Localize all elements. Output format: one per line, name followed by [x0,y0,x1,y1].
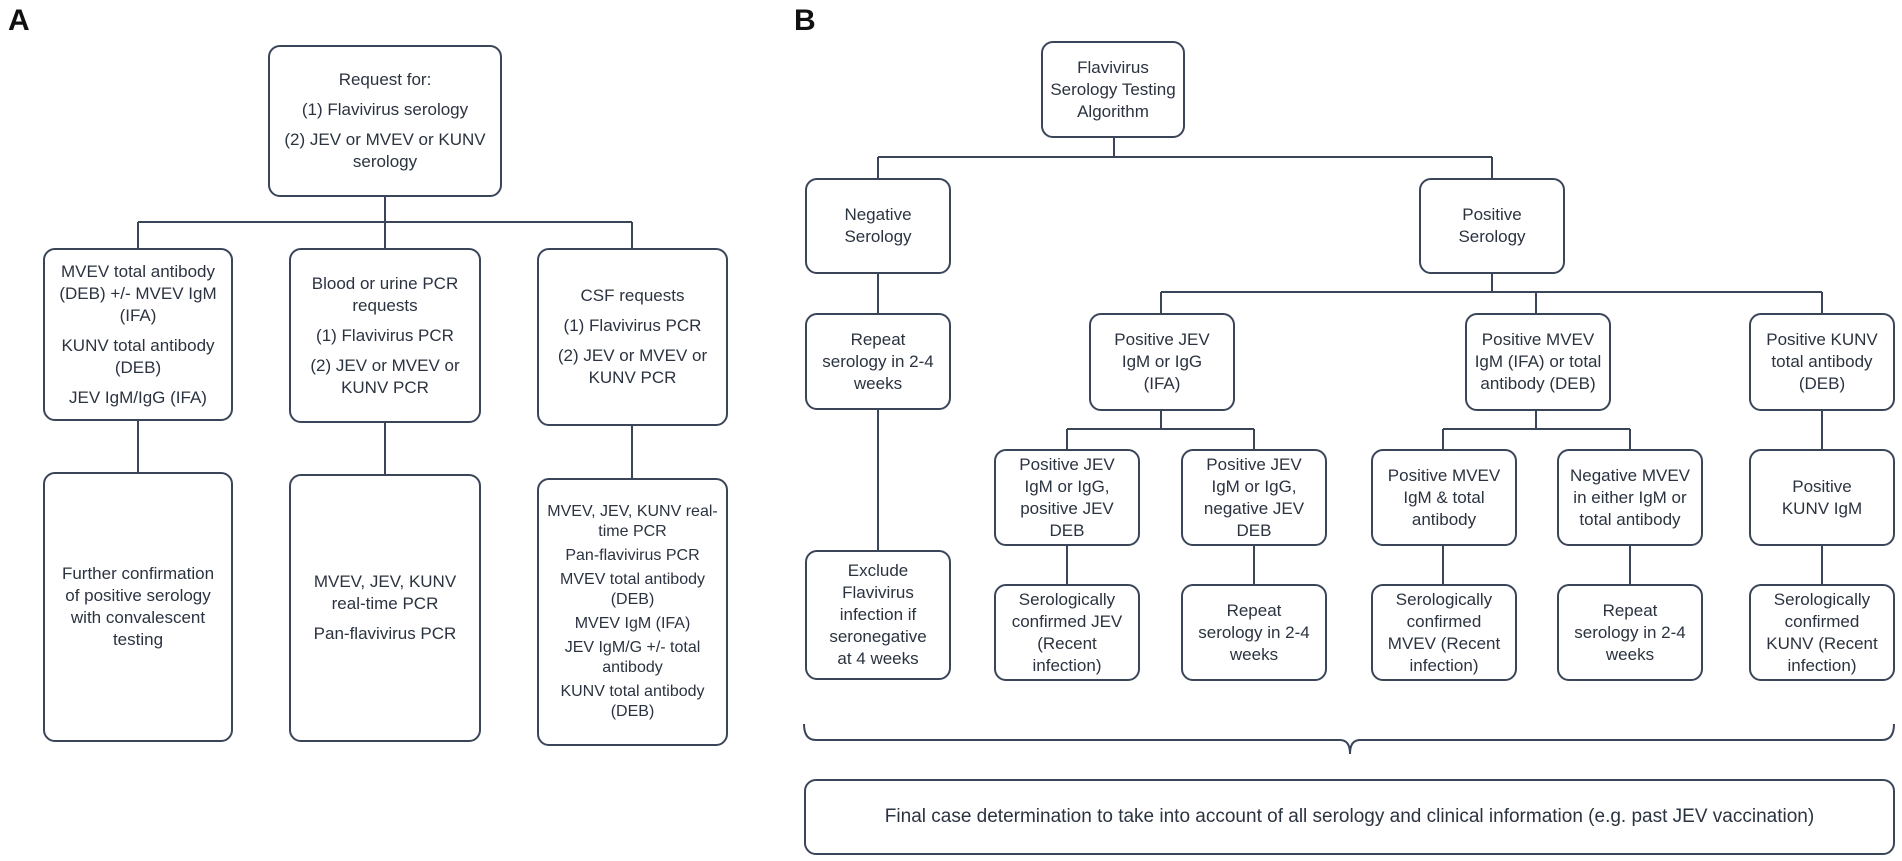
confirmed-jev-text: Serologically confirmed JEV (Recent infe… [1011,589,1123,675]
blood-pcr-tests-line-1: MVEV, JEV, KUNV real-time PCR [313,572,457,613]
mvev-negative-text: Negative MVEV in either IgM or total ant… [1570,465,1690,529]
positive-jev-text: Positive JEV IgM or IgG (IFA) [1114,330,1210,393]
repeat-mvev-box: Repeat serology in 2-4 weeks [1557,584,1703,681]
positive-mvev-text: Positive MVEV IgM (IFA) or total antibod… [1474,330,1602,393]
csf-requests-line-3: (2) JEV or MVEV or KUNV PCR [557,346,708,387]
jev-positive-deb-text: Positive JEV IgM or IgG, positive JEV DE… [1019,454,1115,540]
positive-kunv-text: Positive KUNV total antibody (DEB) [1766,330,1878,393]
panel-b-label: B [794,4,816,37]
csf-tests-box: MVEV, JEV, KUNV real-time PCR Pan-flaviv… [537,478,728,746]
csf-tests-line-5: JEV IgM/G +/- total antibody [564,639,701,676]
positive-serology-box: Positive Serology [1419,178,1565,274]
negative-serology-text: Negative Serology [844,205,912,246]
confirmed-kunv-text: Serologically confirmed KUNV (Recent inf… [1766,589,1878,675]
further-confirmation-box: Further confirmation of positive serolog… [43,472,233,742]
repeat-serology-negative-text: Repeat serology in 2-4 weeks [822,329,934,393]
final-determination-box: Final case determination to take into ac… [804,779,1895,855]
positive-kunv-box: Positive KUNV total antibody (DEB) [1749,313,1895,411]
csf-tests-line-6: KUNV total antibody (DEB) [560,683,705,720]
repeat-jev-box: Repeat serology in 2-4 weeks [1181,584,1327,681]
panel-a-label: A [8,4,30,37]
csf-tests-line-2: Pan-flavivirus PCR [565,547,700,564]
blood-urine-line-1: Blood or urine PCR requests [311,273,459,315]
confirmed-jev-box: Serologically confirmed JEV (Recent infe… [994,584,1140,681]
jev-positive-deb-box: Positive JEV IgM or IgG, positive JEV DE… [994,449,1140,546]
csf-tests-line-4: MVEV IgM (IFA) [574,615,691,632]
mvev-igm-total-text: Positive MVEV IgM & total antibody [1387,465,1501,529]
exclude-flavivirus-box: Exclude Flavivirus infection if seronega… [805,550,951,680]
csf-requests-line-1: CSF requests [580,286,685,305]
final-determination-text: Final case determination to take into ac… [884,806,1815,827]
jev-negative-deb-text: Positive JEV IgM or IgG, negative JEV DE… [1203,454,1305,540]
serology-tests-line-1: MVEV total antibody (DEB) +/- MVEV IgM (… [59,261,217,325]
exclude-flavivirus-text: Exclude Flavivirus infection if seronega… [829,561,927,668]
request-box-line-1: Request for: [338,70,432,89]
positive-mvev-box: Positive MVEV IgM (IFA) or total antibod… [1465,313,1611,411]
blood-pcr-tests-box: MVEV, JEV, KUNV real-time PCR Pan-flaviv… [289,474,481,742]
repeat-jev-text: Repeat serology in 2-4 weeks [1198,600,1310,664]
serology-tests-line-2: KUNV total antibody (DEB) [61,335,215,377]
positive-serology-text: Positive Serology [1458,205,1526,246]
confirmed-mvev-box: Serologically confirmed MVEV (Recent inf… [1371,584,1517,681]
repeat-serology-negative-box: Repeat serology in 2-4 weeks [805,313,951,410]
positive-jev-box: Positive JEV IgM or IgG (IFA) [1089,313,1235,411]
csf-requests-box: CSF requests (1) Flavivirus PCR (2) JEV … [537,248,728,426]
request-box-line-2: (1) Flavivirus serology [301,100,469,119]
confirmed-kunv-box: Serologically confirmed KUNV (Recent inf… [1749,584,1895,681]
kunv-igm-text: Positive KUNV IgM [1781,476,1863,518]
request-box: Request for: (1) Flavivirus serology (2)… [268,45,502,197]
further-confirmation-text: Further confirmation of positive serolog… [61,564,215,649]
repeat-mvev-text: Repeat serology in 2-4 weeks [1574,600,1686,664]
kunv-igm-box: Positive KUNV IgM [1749,449,1895,546]
blood-urine-pcr-box: Blood or urine PCR requests (1) Flavivir… [289,248,481,423]
blood-urine-line-2: (1) Flavivirus PCR [316,325,454,345]
mvev-negative-box: Negative MVEV in either IgM or total ant… [1557,449,1703,546]
blood-pcr-tests-line-2: Pan-flavivirus PCR [313,624,457,643]
csf-requests-line-2: (1) Flavivirus PCR [563,316,702,335]
csf-tests-line-1: MVEV, JEV, KUNV real-time PCR [547,503,718,540]
algorithm-root-box: Flavivirus Serology Testing Algorithm [1041,41,1185,138]
negative-serology-box: Negative Serology [805,178,951,274]
serology-tests-box: MVEV total antibody (DEB) +/- MVEV IgM (… [43,248,233,421]
csf-tests-line-3: MVEV total antibody (DEB) [560,571,705,608]
serology-tests-line-3: JEV IgM/IgG (IFA) [69,387,207,407]
algorithm-root-text: Flavivirus Serology Testing Algorithm [1050,57,1176,121]
confirmed-mvev-text: Serologically confirmed MVEV (Recent inf… [1387,589,1501,675]
blood-urine-line-3: (2) JEV or MVEV or KUNV PCR [310,355,460,397]
mvev-igm-total-box: Positive MVEV IgM & total antibody [1371,449,1517,546]
jev-negative-deb-box: Positive JEV IgM or IgG, negative JEV DE… [1181,449,1327,546]
request-box-line-3: (2) JEV or MVEV or KUNV serology [284,130,486,171]
